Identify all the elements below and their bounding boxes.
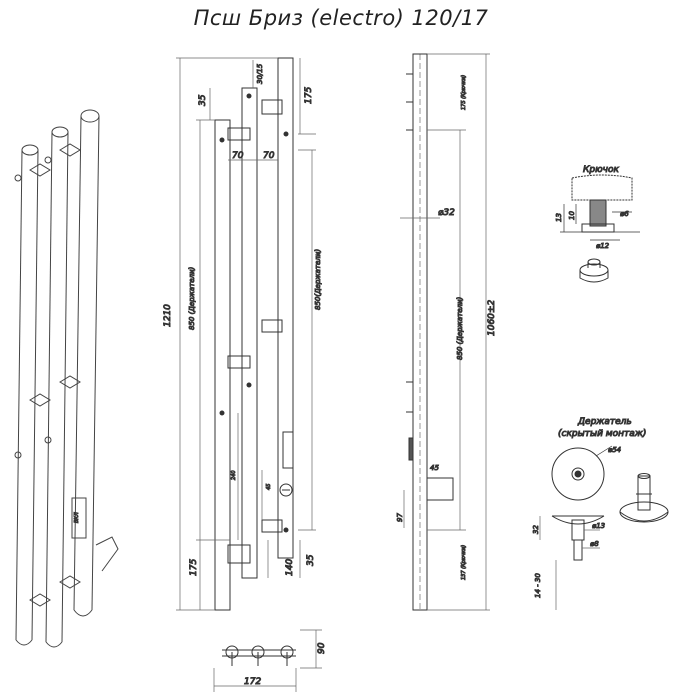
holder-detail-title-1: Держатель — [577, 417, 632, 427]
holder-detail-title-2: (скрытый монтаж) — [558, 429, 646, 439]
dim-1210: 1210 — [163, 304, 173, 327]
dim-850-right: 850(Держатели) — [314, 249, 322, 310]
dim-1060: 1060±2 — [487, 300, 497, 336]
side-view — [400, 53, 490, 611]
note-175-hooks: 175 (Крючки) — [461, 75, 467, 110]
dim-d32: ⌀32 — [438, 208, 455, 218]
dim-holder-14-30: 14 - 30 — [534, 573, 542, 598]
dim-holder-d13: ⌀13 — [592, 522, 605, 530]
dim-70-left: 70 — [232, 151, 244, 161]
dim-850-left: 850 (Держатели) — [188, 266, 196, 330]
hook-detail — [560, 174, 640, 283]
hook-detail-title: Крючок — [583, 165, 620, 175]
drawing-title: Псш Бриз (electro) 120/17 — [193, 6, 489, 30]
holder-detail — [539, 445, 669, 610]
switch-label: ВКЛ — [74, 512, 80, 523]
isometric-view — [14, 109, 119, 648]
dim-35-bottom: 35 — [306, 554, 316, 566]
dim-holder-32: 32 — [532, 525, 540, 534]
dim-90: 90 — [317, 642, 327, 654]
dim-hook-d12: ⌀12 — [596, 242, 610, 250]
plan-view — [213, 629, 322, 692]
dim-holder-d54: ⌀54 — [608, 446, 621, 454]
dim-hook-13: 13 — [555, 213, 563, 222]
front-view: 1210 850 (Держатели) 35 70 70 30/15 175 … — [163, 57, 323, 611]
dim-hook-10: 10 — [568, 211, 576, 220]
dim-35-top: 35 — [198, 94, 208, 106]
dim-97: 97 — [396, 513, 404, 522]
dim-45-side: 45 — [430, 464, 439, 472]
dim-240: 240 — [231, 470, 237, 480]
dim-45-front: 45 — [266, 484, 272, 490]
dim-172: 172 — [244, 677, 261, 687]
dim-175-bottom: 175 — [189, 559, 199, 576]
dim-850-side: 850 (Держатели) — [456, 296, 464, 360]
dim-70-right: 70 — [263, 151, 275, 161]
dim-hook-d6: ⌀6 — [620, 210, 629, 218]
dim-175-top: 175 — [304, 87, 314, 104]
dim-holder-d8: ⌀8 — [590, 540, 599, 548]
note-137-hooks: 137 (Крючки) — [461, 545, 467, 580]
dim-140: 140 — [285, 559, 295, 576]
dim-30-15: 30/15 — [256, 63, 264, 84]
